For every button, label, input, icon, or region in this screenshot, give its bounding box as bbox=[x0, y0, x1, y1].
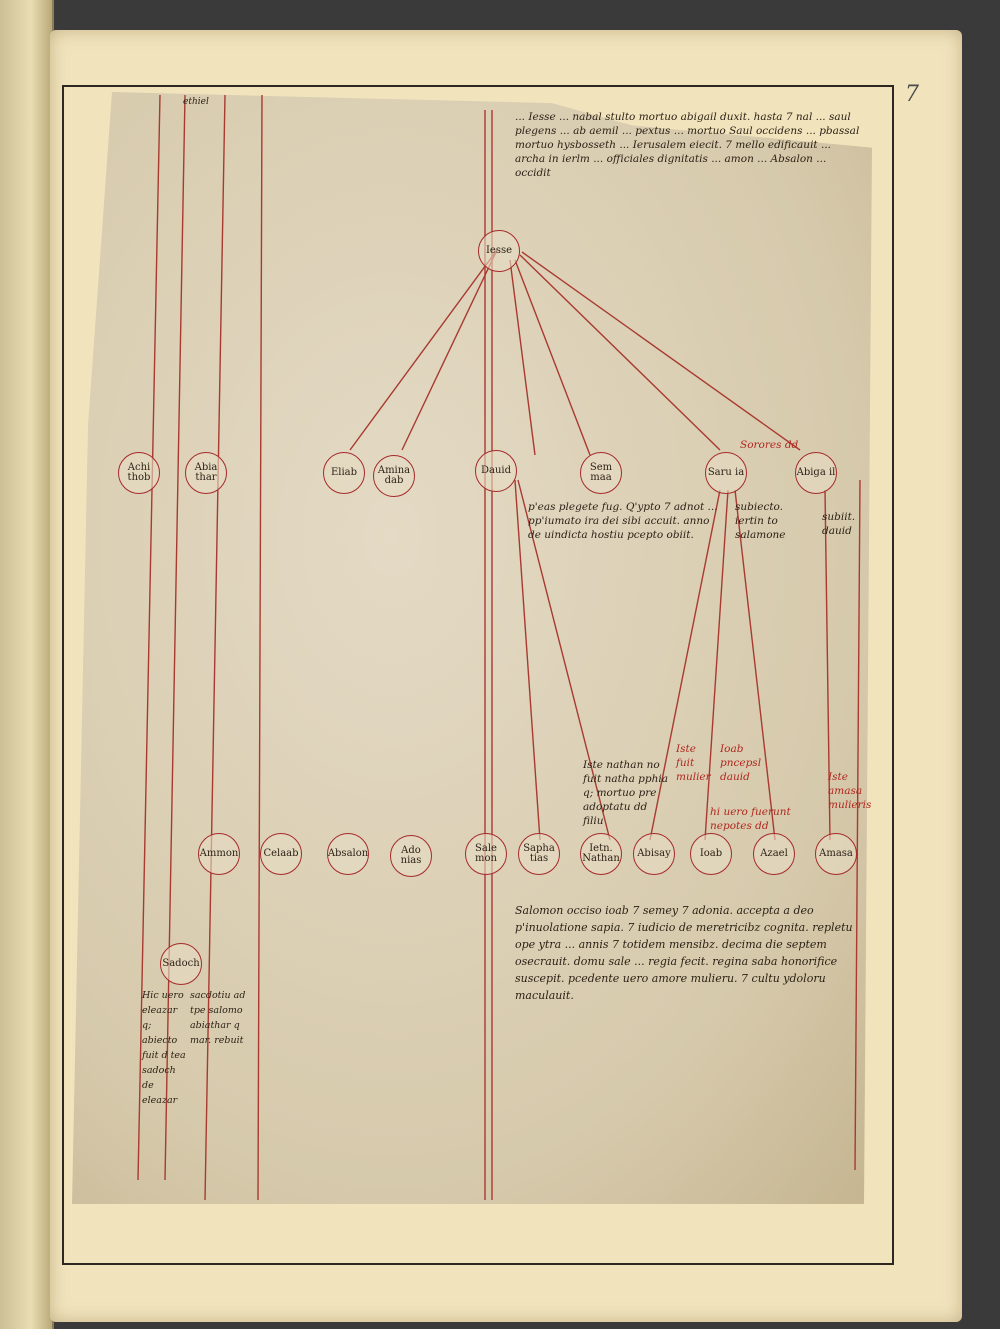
manuscript-leaf bbox=[72, 92, 872, 1204]
nepotes-note: hi uero fuerunt nepotes dd bbox=[710, 806, 791, 832]
node-nathan: Ietn. Nathan bbox=[580, 833, 622, 875]
page-frame bbox=[62, 85, 894, 1265]
node-absalon: Absalon bbox=[327, 833, 369, 875]
node-semmaa: Sem maa bbox=[580, 452, 622, 494]
node-sadoch: Sadoch bbox=[160, 943, 202, 985]
abigail-note: subiit. dauid bbox=[822, 511, 856, 537]
node-dauid: Dauid bbox=[475, 450, 517, 492]
node-saphatias: Sapha tias bbox=[518, 833, 560, 875]
node-aminadab: Amina dab bbox=[373, 455, 415, 497]
top-text-block: ... Iesse ... nabal stulto mortuo abigai… bbox=[515, 111, 860, 179]
amasa-note: Iste amasa mulieris bbox=[828, 771, 872, 811]
node-abisay: Abisay bbox=[633, 833, 675, 875]
node-ammon: Ammon bbox=[198, 833, 240, 875]
sadoch-note: Hic uero eleazar q; abiecto fuit d tea s… bbox=[142, 990, 186, 1106]
sorores-label: Sorores dd bbox=[740, 439, 799, 451]
node-abigail: Abiga il bbox=[795, 452, 837, 494]
node-abiathar: Abia thar bbox=[185, 452, 227, 494]
salomon-text: Salomon occiso ioab 7 semey 7 adonia. ac… bbox=[515, 904, 853, 1002]
node-salemon: Sale mon bbox=[465, 833, 507, 875]
node-adonias: Ado nias bbox=[390, 835, 432, 877]
abiathar-top-note: ethiel bbox=[183, 97, 209, 107]
node-achithob: Achi thob bbox=[118, 452, 160, 494]
nathan-note: Iste nathan no fuit natha pphia q; mortu… bbox=[583, 759, 668, 827]
iste-fuit-note: Iste fuit mulier bbox=[676, 743, 711, 783]
node-ioab: Ioab bbox=[690, 833, 732, 875]
node-azael: Azael bbox=[753, 833, 795, 875]
node-saruia: Saru ia bbox=[705, 452, 747, 494]
node-amasa: Amasa bbox=[815, 833, 857, 875]
dauid-note: p'eas plegete fug. Q'ypto 7 adnot ... pp… bbox=[528, 501, 718, 541]
ioab-note: Ioab pncepsl dauid bbox=[720, 743, 762, 783]
node-celaab: Celaab bbox=[260, 833, 302, 875]
page-number: 7 bbox=[905, 82, 919, 107]
node-eliab: Eliab bbox=[323, 452, 365, 494]
saruia-note: subiecto. iertin to salamone bbox=[735, 501, 786, 541]
node-iesse: Iesse bbox=[478, 230, 520, 272]
sadoch-note-2: sacdotiu ad tpe salomo abiathar q mar. r… bbox=[190, 990, 246, 1046]
